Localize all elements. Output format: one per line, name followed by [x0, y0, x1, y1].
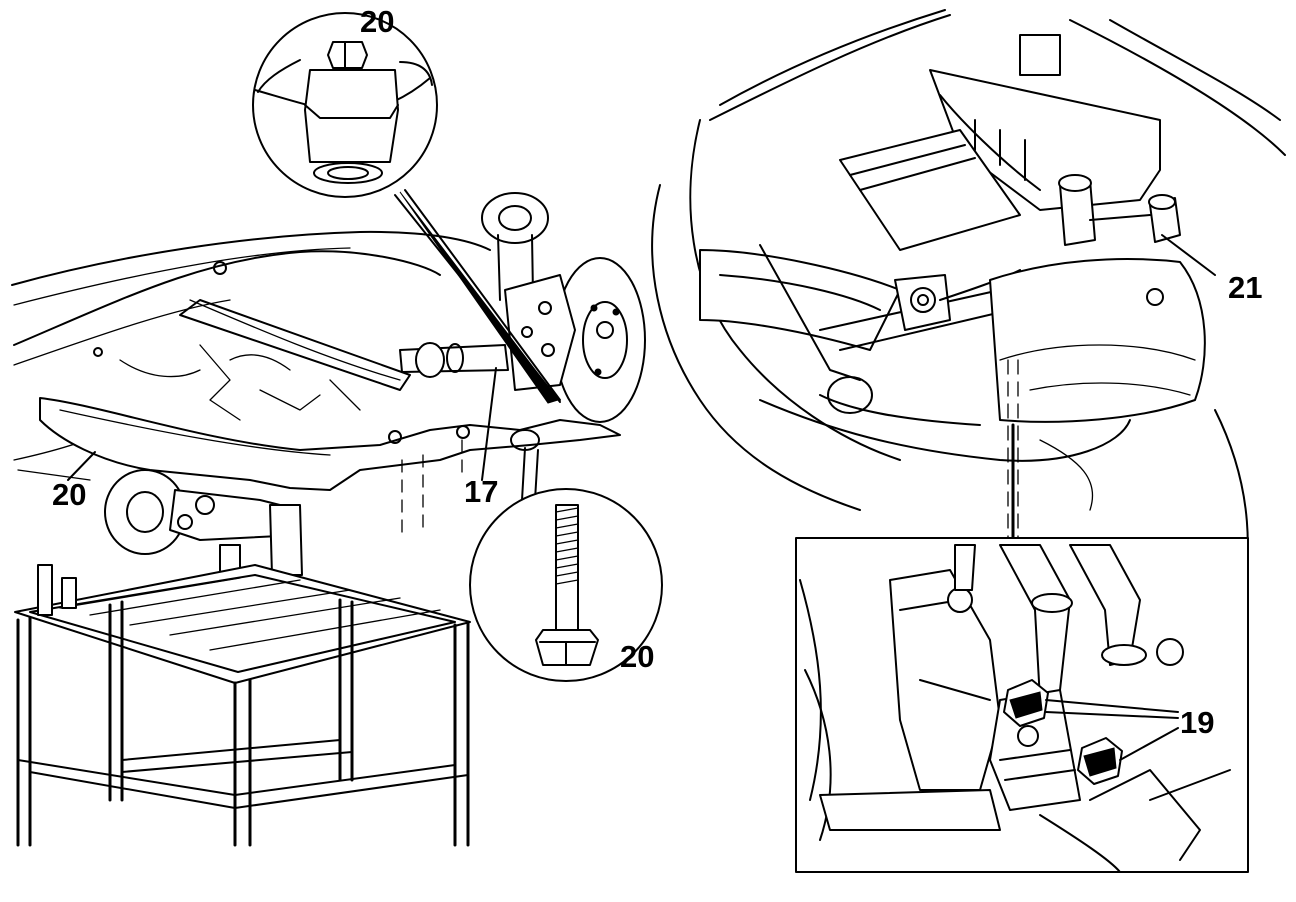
battery — [839, 129, 1021, 251]
detail-circle-bolt — [469, 488, 663, 682]
leader-20-bolt — [521, 447, 539, 501]
leader-19-b — [1119, 727, 1179, 761]
bonnet-line-1 — [719, 9, 946, 106]
leader-17 — [481, 367, 497, 481]
mount-bush — [304, 69, 399, 163]
strut-top-mount — [481, 192, 549, 244]
nut-19-upper — [1003, 679, 1049, 727]
leader-21 — [1161, 234, 1216, 276]
front-subframe — [39, 397, 621, 491]
callout-19: 19 — [1180, 705, 1214, 740]
floor-line-2 — [17, 469, 91, 481]
left-scene — [11, 192, 646, 847]
bonnet-line-2 — [709, 14, 951, 121]
callout-17: 17 — [464, 474, 498, 509]
body-outline-lower — [13, 250, 441, 346]
right-scene — [651, 9, 1286, 641]
lower-arm-left — [104, 469, 301, 555]
gearbox — [989, 258, 1206, 423]
detail-circle-nut — [252, 12, 561, 404]
body-sill-line — [13, 299, 231, 366]
inset-detail — [795, 537, 1249, 873]
nut-19-lower — [1077, 737, 1123, 785]
callout-20-bolt: 20 — [620, 639, 654, 674]
leader-20-subframe — [67, 451, 96, 481]
support-stand — [14, 564, 471, 847]
callout-20-subframe: 20 — [52, 477, 86, 512]
callout-21: 21 — [1228, 270, 1262, 305]
body-outline-upper — [11, 230, 491, 286]
leader-19-a — [1045, 699, 1179, 713]
body-outline-mid — [13, 247, 351, 306]
wheel-hub — [481, 192, 646, 423]
callout-20-nut: 20 — [360, 4, 394, 39]
hex-nut — [327, 41, 368, 69]
stand-top — [14, 564, 471, 684]
